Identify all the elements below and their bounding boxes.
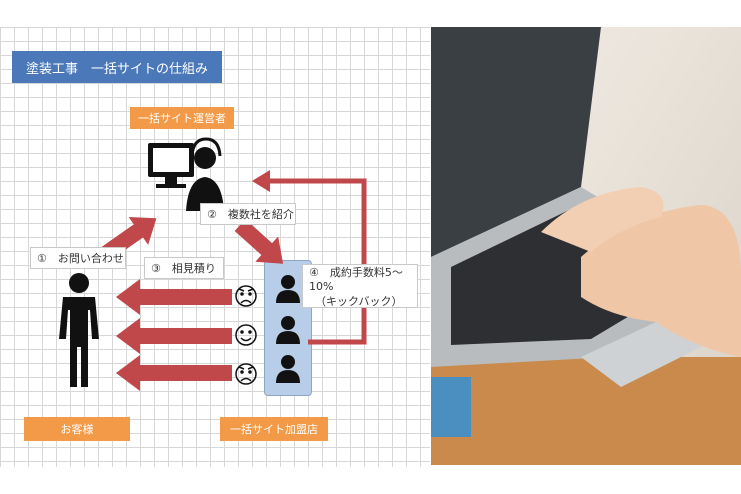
store-person-icon-3 — [276, 355, 300, 383]
kickback-arrowhead — [252, 170, 270, 192]
operator-label: 一括サイト運営者 — [130, 107, 234, 129]
step4-line1: ④ 成約手数料5～10% — [309, 265, 403, 293]
store-person-icon-1 — [276, 275, 300, 303]
estimate-arrow-2 — [116, 318, 232, 354]
customer-label: お客様 — [24, 417, 130, 441]
store-person-icon-2 — [276, 316, 300, 344]
operator-icon — [148, 137, 224, 211]
member-label: 一括サイト加盟店 — [220, 417, 328, 441]
diagram-title: 塗装工事 一括サイトの仕組み — [12, 51, 222, 83]
laptop-photo-illustration — [431, 27, 741, 465]
wooden-desk — [431, 357, 741, 465]
estimate-arrow-1 — [116, 279, 232, 315]
customer-icon — [59, 273, 99, 387]
laptop-screen — [431, 27, 601, 257]
kickback-line — [268, 178, 367, 345]
introduce-arrow — [234, 219, 284, 264]
step4-label: ④ 成約手数料5～10% （キックバック） — [302, 264, 418, 308]
left-hand — [541, 187, 664, 252]
business-model-diagram: 塗装工事 一括サイトの仕組み 一括サイト運営者 お客様 一括サイト加盟店 — [0, 27, 430, 467]
step1-label: ① お問い合わせ — [30, 247, 126, 269]
step2-label: ② 複数社を紹介 — [200, 203, 296, 225]
step4-line2: （キックバック） — [315, 294, 403, 308]
step3-label: ③ 相見積り — [144, 257, 224, 279]
blue-notebook — [431, 377, 471, 437]
right-hand — [581, 205, 741, 357]
estimate-arrow-3 — [116, 355, 232, 391]
worried-face-icon-2 — [235, 363, 257, 385]
worried-face-icon-1 — [235, 285, 257, 307]
smile-face-icon — [235, 324, 257, 346]
laptop-typing-photo — [431, 27, 741, 465]
